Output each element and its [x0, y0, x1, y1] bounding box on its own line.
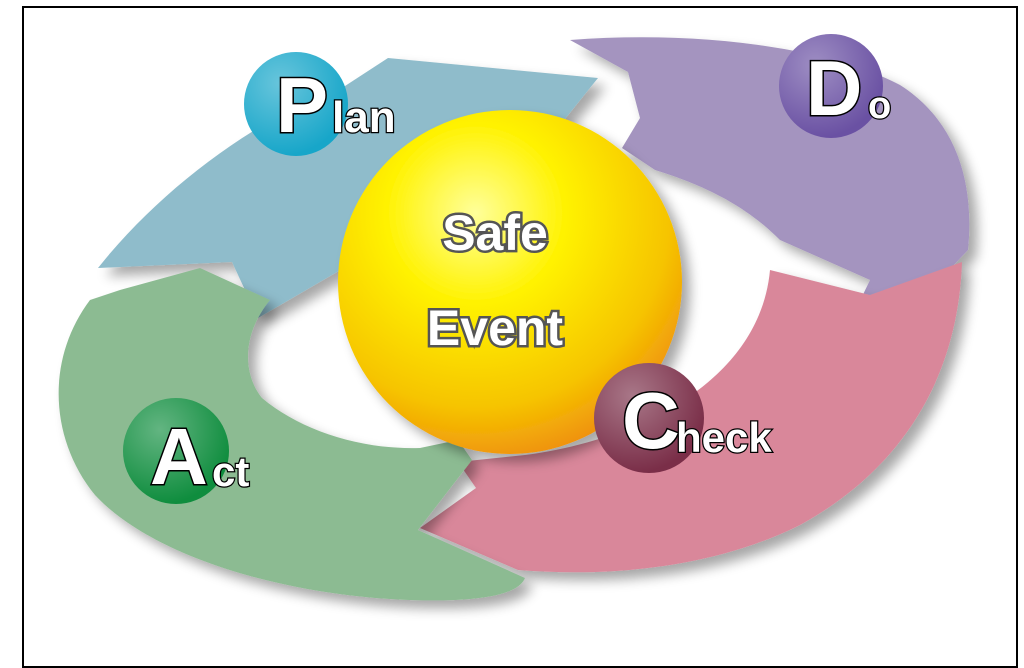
plan-suffix: lan [332, 93, 396, 142]
do-suffix: o [868, 85, 891, 127]
check-letter: C [622, 376, 680, 465]
act-arrow [58, 268, 525, 601]
check-badge: C heck [594, 363, 774, 473]
act-letter: A [150, 412, 208, 501]
act-suffix: ct [212, 448, 249, 495]
plan-badge: P lan [244, 52, 397, 156]
plan-letter: P [276, 61, 328, 149]
center-sphere [338, 110, 682, 454]
center-label-line1: Safe [442, 205, 548, 261]
check-suffix: heck [676, 414, 772, 461]
do-letter: D [806, 44, 862, 132]
do-badge: D o [779, 34, 892, 138]
center-label-line2: Event [427, 300, 564, 356]
act-badge: A ct [123, 398, 251, 504]
